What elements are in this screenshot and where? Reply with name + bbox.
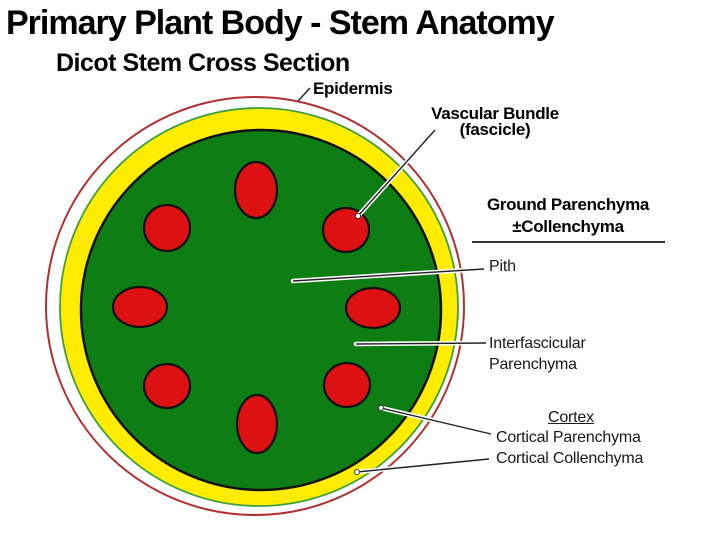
- label-interfascicular-parenchyma: Interfascicular Parenchyma: [489, 333, 586, 375]
- vascular-bundle-shape: [142, 362, 192, 410]
- epidermis-outline-shape: [45, 96, 465, 516]
- cortical-parenchyma-endpoint-dot: [377, 404, 384, 411]
- vascular-bundle-shape: [142, 203, 192, 253]
- label-interfascicular-line1: Interfascicular: [489, 335, 586, 352]
- label-interfascicular-line2: Parenchyma: [489, 356, 577, 373]
- label-epidermis: Epidermis: [313, 79, 393, 98]
- pith-leader-line: [292, 268, 485, 282]
- vascular-bundle-shape: [233, 160, 279, 220]
- epidermis-leader-line: [297, 87, 311, 102]
- interfascicular-parenchyma-leader-line: [355, 342, 487, 345]
- label-vascular-bundle: Vascular Bundle (fascicle): [414, 104, 576, 139]
- vascular-bundle-leader-line: [357, 129, 436, 217]
- label-vascular-bundle-line2: (fascicle): [459, 120, 531, 139]
- label-ground-parenchyma: Ground Parenchyma ±Collenchyma: [468, 194, 668, 238]
- diagram-subtitle: Dicot Stem Cross Section: [56, 49, 350, 77]
- vascular-bundle-shape: [321, 206, 371, 254]
- label-cortical-collenchyma: Cortical Collenchyma: [496, 450, 644, 467]
- vascular-bundle-shape: [235, 393, 279, 455]
- label-cortical-parenchyma: Cortical Parenchyma: [496, 429, 641, 446]
- cortical-collenchyma-leader-line: [356, 458, 490, 473]
- vascular-bundle-endpoint-dot: [354, 212, 361, 219]
- label-ground-parenchyma-line1: Ground Parenchyma: [486, 195, 650, 214]
- vascular-bundle-shape: [344, 286, 402, 330]
- vascular-bundle-shape: [322, 361, 372, 409]
- cortical-parenchyma-leader-line: [380, 407, 492, 435]
- label-cortex: Cortex: [548, 409, 594, 426]
- vascular-bundle-shape: [111, 285, 169, 329]
- label-vascular-bundle-line1: Vascular Bundle: [431, 104, 559, 123]
- label-pith: Pith: [489, 258, 516, 275]
- page-title: Primary Plant Body - Stem Anatomy: [6, 4, 555, 42]
- label-ground-parenchyma-line2: ±Collenchyma: [512, 217, 624, 236]
- cortical-collenchyma-endpoint-dot: [353, 468, 360, 475]
